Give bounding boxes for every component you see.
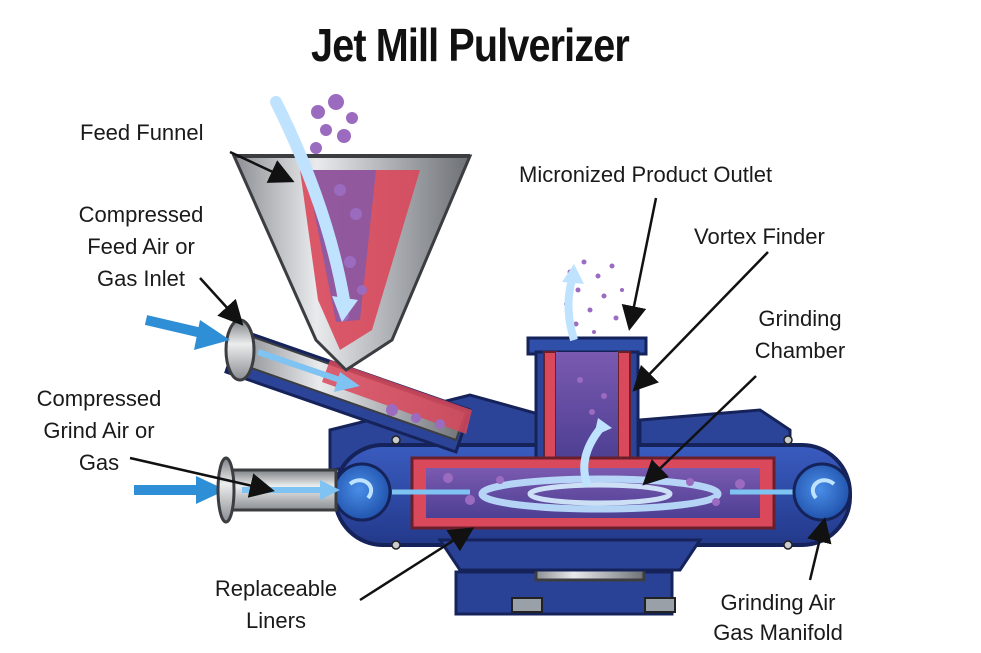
label-feed-funnel: Feed Funnel — [80, 120, 204, 145]
label-feed-air-line2: Feed Air or — [87, 234, 195, 259]
label-liners-line2: Liners — [246, 608, 306, 633]
diagram-title: Jet Mill Pulverizer — [311, 19, 630, 71]
grinding-chamber — [392, 418, 800, 530]
label-grind-air-line1: Compressed — [36, 386, 162, 411]
label-liners-line1: Replaceable — [214, 576, 338, 601]
feed-injector — [224, 318, 472, 454]
label-feed-air-line1: Compressed — [78, 202, 204, 227]
particles — [310, 94, 745, 506]
label-product-outlet: Micronized Product Outlet — [519, 162, 773, 187]
label-vortex-finder: Vortex Finder — [694, 224, 825, 249]
air-arrows — [134, 96, 584, 504]
label-feed-air-line3: Gas Inlet — [96, 266, 186, 291]
label-chamber-line1: Grinding — [758, 306, 842, 331]
label-chamber-line2: Chamber — [754, 338, 846, 363]
grind-air-inlet — [216, 456, 340, 524]
leader-lines — [129, 150, 832, 602]
label-manifold-line2: Gas Manifold — [713, 620, 843, 645]
label-grind-air-line2: Grind Air or — [43, 418, 155, 443]
label-grind-air-line3: Gas — [78, 450, 120, 475]
label-manifold-line1: Grinding Air — [720, 590, 836, 615]
